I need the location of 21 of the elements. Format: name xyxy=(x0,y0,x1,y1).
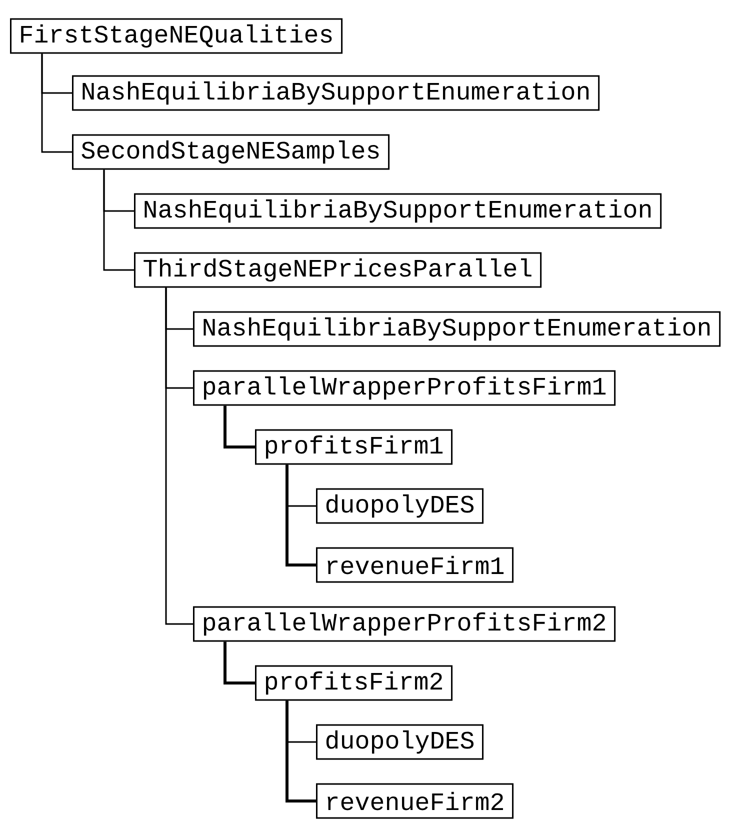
connector-line xyxy=(41,54,72,153)
tree-box: NashEquilibriaBySupportEnumeration xyxy=(134,193,662,229)
connector-line xyxy=(165,288,193,625)
connector-line xyxy=(286,464,316,566)
tree-box: revenueFirm1 xyxy=(316,547,514,583)
tree-box: parallelWrapperProfitsFirm1 xyxy=(193,370,616,406)
connector-line xyxy=(224,406,255,448)
tree-box: parallelWrapperProfitsFirm2 xyxy=(193,606,616,642)
tree-box: ThirdStageNEPricesParallel xyxy=(134,252,542,288)
connector-line xyxy=(224,642,255,684)
connector-line xyxy=(103,170,134,271)
tree-box: FirstStageNEQualities xyxy=(10,18,343,54)
tree-box: NashEquilibriaBySupportEnumeration xyxy=(193,311,721,347)
tree-box: profitsFirm1 xyxy=(255,429,453,465)
tree-box: duopolyDES xyxy=(316,488,484,524)
tree-box: SecondStageNESamples xyxy=(72,134,390,170)
tree-box: revenueFirm2 xyxy=(316,783,514,819)
tree-box: profitsFirm2 xyxy=(255,665,453,701)
tree-box: duopolyDES xyxy=(316,724,484,760)
tree-box: NashEquilibriaBySupportEnumeration xyxy=(72,75,600,111)
connector-line xyxy=(286,700,316,802)
